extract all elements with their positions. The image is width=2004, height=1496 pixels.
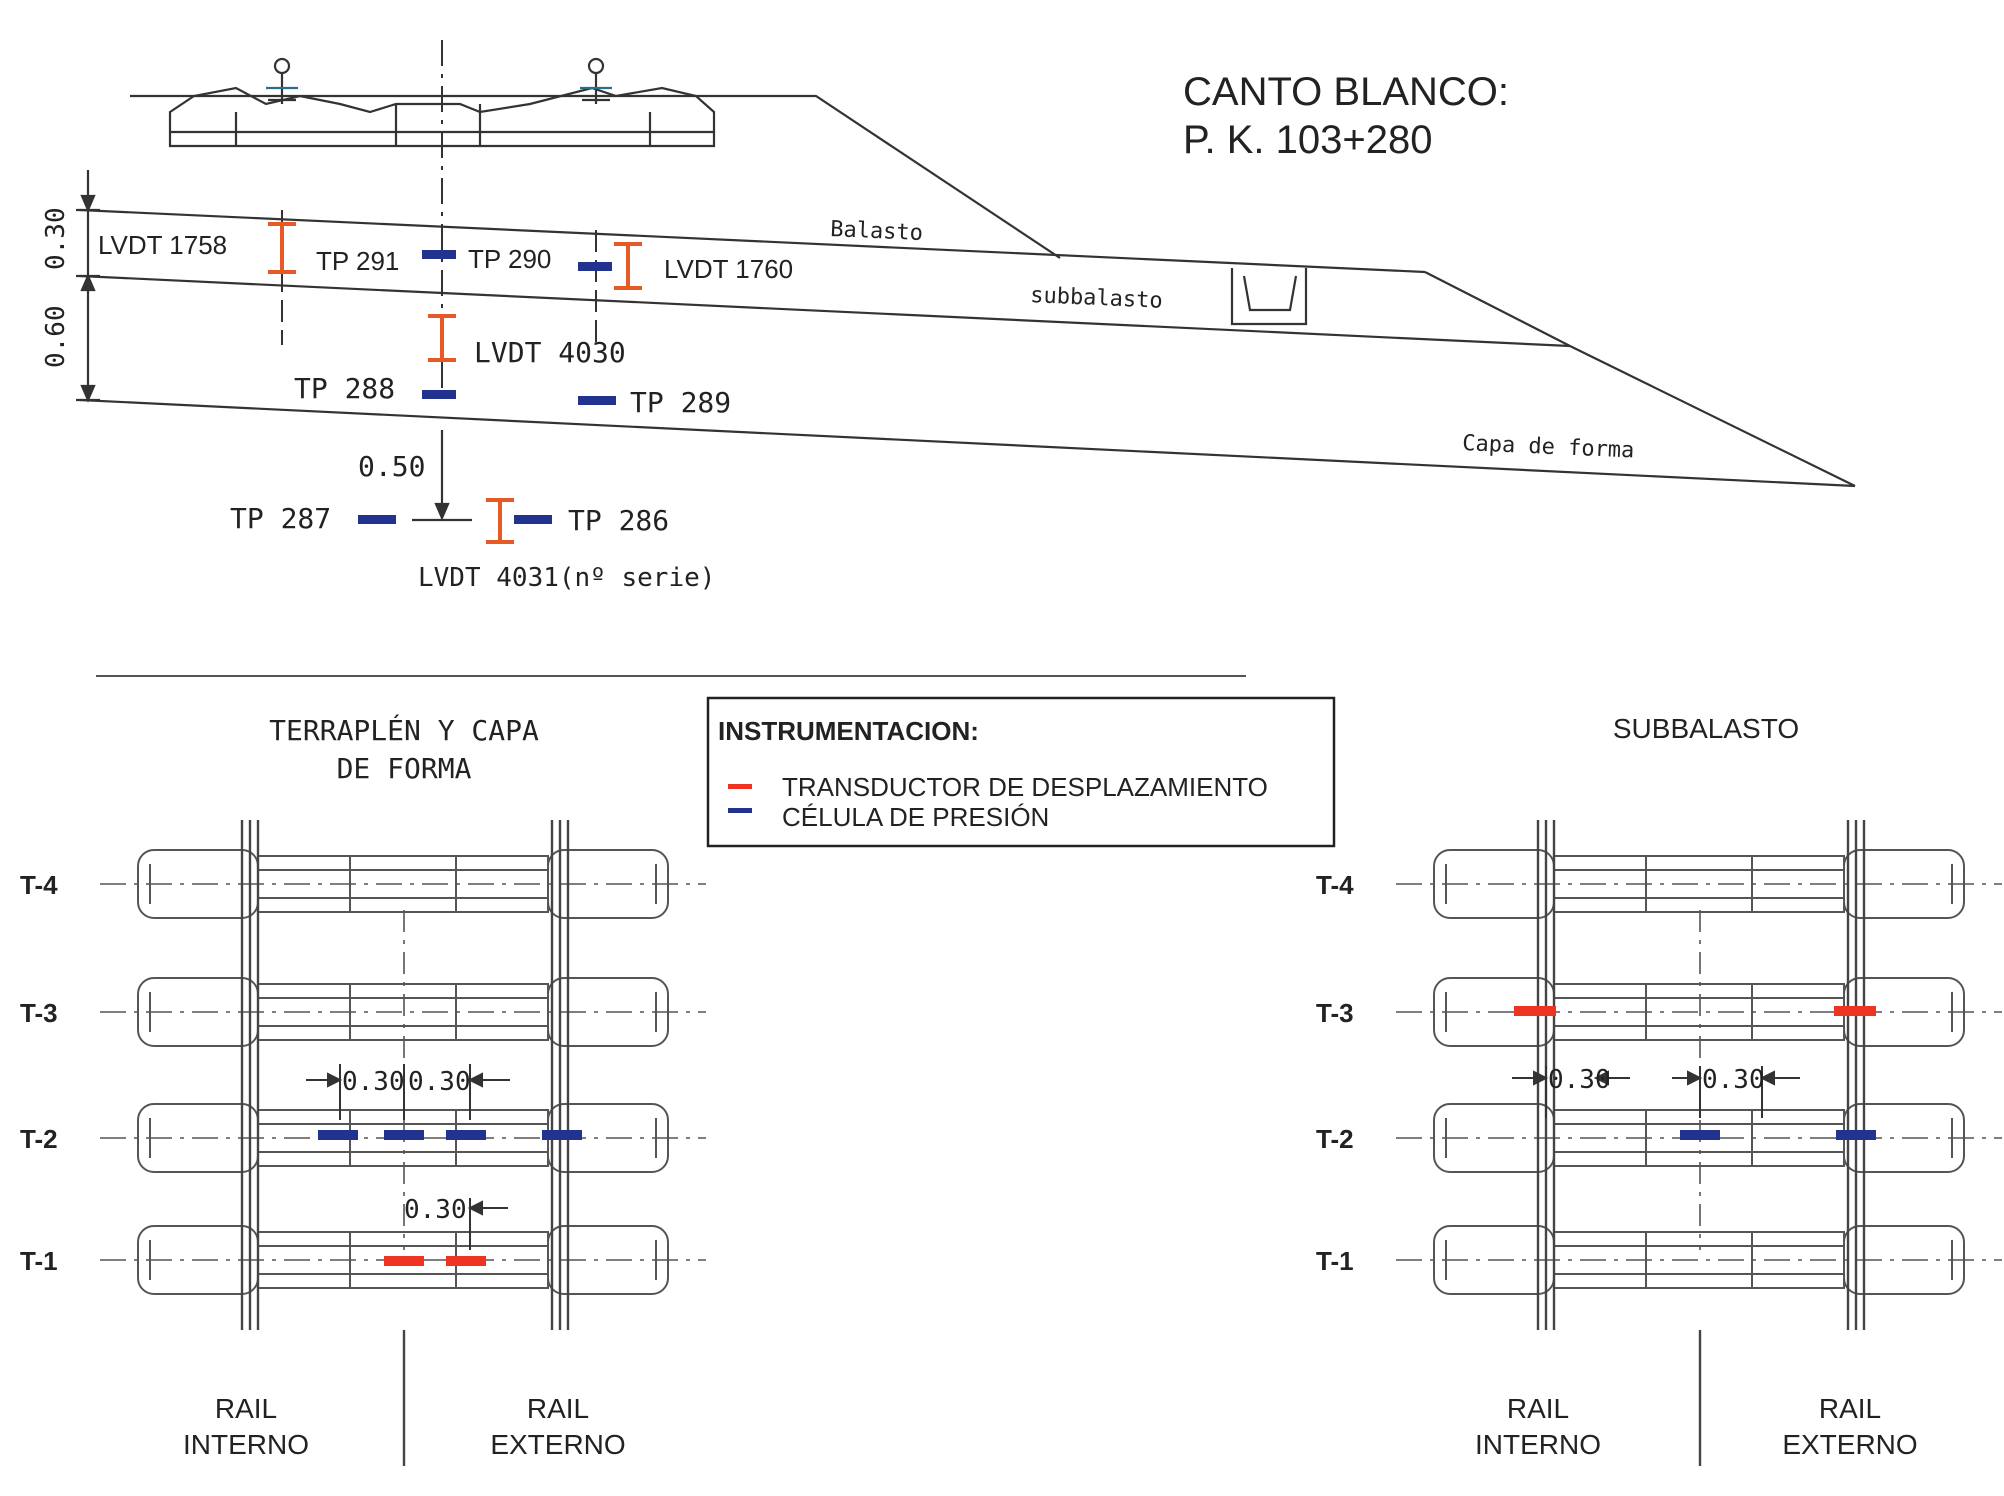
- pl-sleeper-4: [100, 849, 706, 919]
- plan-right-dims: [1512, 1066, 1800, 1118]
- label-lvdt-1758: LVDT 1758: [98, 230, 227, 260]
- pr-sleeper-1: [1396, 1225, 2002, 1295]
- pressure-cells-section: [358, 250, 616, 524]
- tp-290-cell: [578, 262, 612, 271]
- plan-right-rail-left-1: RAIL: [1507, 1393, 1569, 1424]
- plan-left-title-2: DE FORMA: [337, 752, 472, 785]
- plan-left-dim-1: 0.30: [342, 1067, 405, 1097]
- plan-right-title: SUBBALASTO: [1613, 713, 1799, 744]
- legend-item-displacement: TRANSDUCTOR DE DESPLAZAMIENTO: [782, 772, 1268, 802]
- plan-left-dim-3: 0.30: [404, 1195, 467, 1225]
- label-tp-289: TP 289: [630, 386, 731, 419]
- capa-forma-line: [79, 398, 1856, 488]
- lvdt-4031-symbol: [486, 498, 514, 544]
- tp-291-cell: [422, 250, 456, 259]
- plan-left-label-t4: T-4: [20, 870, 58, 900]
- depth-dimension-line: [76, 170, 100, 403]
- tp-289-cell: [578, 396, 616, 405]
- layer-label-capa-forma: Capa de forma: [1462, 431, 1635, 463]
- plan-right-dim-2: 0.30: [1702, 1065, 1765, 1095]
- legend-swatch-displacement: [728, 784, 752, 789]
- pl-t2-cell-4: [542, 1130, 582, 1140]
- plan-left-rail-left-2: INTERNO: [183, 1429, 309, 1460]
- label-lvdt-1760: LVDT 1760: [664, 254, 793, 284]
- label-tp-287: TP 287: [230, 502, 331, 535]
- plan-right-sensors: [1514, 1006, 1876, 1140]
- label-lvdt-4031: LVDT 4031(nº serie): [418, 563, 715, 593]
- plan-left-dim-2: 0.30: [408, 1067, 471, 1097]
- ballast-top-line: [130, 94, 1061, 259]
- lvdt-symbols: [268, 222, 642, 544]
- pl-t2-cell-2: [384, 1130, 424, 1140]
- pr-t3-disp-1: [1514, 1006, 1556, 1016]
- plan-left-label-t1: T-1: [20, 1246, 58, 1276]
- label-tp-286: TP 286: [568, 504, 669, 537]
- plan-right-dim-1: 0.30: [1548, 1065, 1611, 1095]
- pr-sleeper-3: [1396, 977, 2002, 1047]
- subballast-bottom-line: [79, 274, 1571, 348]
- title-line2: P. K. 103+280: [1183, 118, 1433, 162]
- tp-287-cell: [358, 515, 396, 524]
- ballast-bottom-line: [79, 208, 1426, 274]
- layer-label-balasto: Balasto: [830, 217, 924, 246]
- rail-fastener-left: [266, 57, 298, 104]
- plan-left-dims: [306, 1064, 510, 1250]
- tp-286-cell: [514, 515, 552, 524]
- pl-rail-external: [550, 820, 570, 1330]
- dim-label-050: 0.50: [358, 450, 425, 483]
- plan-right-rail-right-1: RAIL: [1819, 1393, 1881, 1424]
- plan-left-rail-left-1: RAIL: [215, 1393, 277, 1424]
- drainage-channel: [1230, 268, 1308, 326]
- dim-label-060: 0.60: [41, 305, 71, 368]
- plan-left-label-t2: T-2: [20, 1124, 58, 1154]
- cross-section: [76, 40, 1856, 522]
- pl-t2-cell-1: [318, 1130, 358, 1140]
- pr-t3-disp-2: [1834, 1006, 1876, 1016]
- pr-sleeper-4: [1396, 849, 2002, 919]
- label-tp-288: TP 288: [294, 372, 395, 405]
- pr-t2-cell-2: [1836, 1130, 1876, 1140]
- plan-left-sensors: [318, 1130, 582, 1266]
- pl-sleeper-3: [100, 977, 706, 1047]
- subballast-slope-line: [1424, 271, 1571, 347]
- pl-t1-disp-1: [384, 1256, 424, 1266]
- plan-right-label-t3: T-3: [1316, 998, 1354, 1028]
- pl-t1-disp-2: [446, 1256, 486, 1266]
- pr-t2-cell-1: [1680, 1130, 1720, 1140]
- plan-right-rail-left-2: INTERNO: [1475, 1429, 1601, 1460]
- plan-right: [1396, 820, 2002, 1466]
- plan-left-title-1: TERRAPLÉN Y CAPA: [269, 713, 539, 747]
- plan-left: [100, 820, 706, 1466]
- layer-label-subbalasto: subbalasto: [1030, 283, 1163, 314]
- dim-label-030: 0.30: [41, 207, 71, 270]
- embankment-slope-line: [1569, 345, 1856, 487]
- plan-right-label-t4: T-4: [1316, 870, 1354, 900]
- title-line1: CANTO BLANCO:: [1183, 70, 1509, 114]
- pl-rail-internal: [240, 820, 260, 1330]
- plan-left-label-t3: T-3: [20, 998, 58, 1028]
- legend-item-pressure: CÉLULA DE PRESIÓN: [782, 802, 1049, 832]
- tp-288-cell: [422, 390, 456, 399]
- lvdt-1760-symbol: [614, 242, 642, 290]
- plan-right-rail-right-2: EXTERNO: [1782, 1429, 1917, 1460]
- plan-right-label-t2: T-2: [1316, 1124, 1354, 1154]
- plan-right-label-t1: T-1: [1316, 1246, 1354, 1276]
- legend-title: INSTRUMENTACION:: [718, 716, 979, 746]
- plan-left-rail-right-1: RAIL: [527, 1393, 589, 1424]
- rail-fastener-right: [580, 57, 612, 104]
- legend-swatch-pressure: [728, 808, 752, 813]
- legend-box: INSTRUMENTACION: TRANSDUCTOR DE DESPLAZA…: [706, 696, 1336, 848]
- lvdt-1758-symbol: [268, 222, 296, 274]
- pr-rail-external: [1846, 820, 1866, 1330]
- label-tp-290: TP 290: [468, 244, 551, 274]
- dim-050-line: [412, 430, 472, 522]
- lvdt-4030-symbol: [428, 314, 456, 362]
- label-tp-291: TP 291: [316, 246, 399, 276]
- label-lvdt-4030: LVDT 4030: [474, 336, 626, 369]
- plan-left-rail-right-2: EXTERNO: [490, 1429, 625, 1460]
- pl-t2-cell-3: [446, 1130, 486, 1140]
